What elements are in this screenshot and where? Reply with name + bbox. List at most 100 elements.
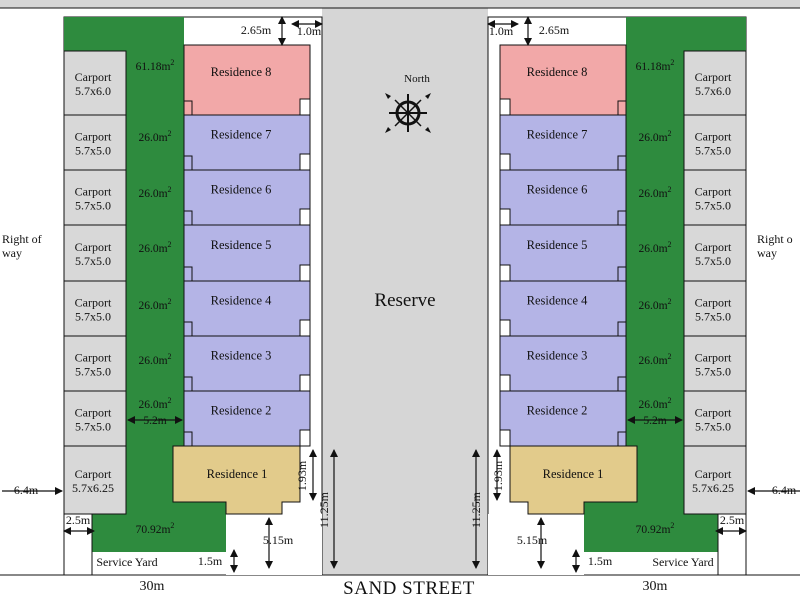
carport-label-5-left: Carport bbox=[75, 240, 112, 254]
carport-size-1-left: 5.7x6.25 bbox=[72, 481, 114, 495]
carport-size-2-right: 5.7x5.0 bbox=[695, 420, 731, 434]
area-bottom-right: 70.92m2 bbox=[636, 521, 675, 536]
area-bottom-left-value: 70.92m bbox=[136, 524, 171, 536]
area-top-left-value: 61.18m bbox=[136, 61, 171, 73]
residence-notch-6-right bbox=[499, 208, 511, 226]
residence-notch-4-left bbox=[299, 319, 311, 337]
area-mid-2-right-value: 26.0m bbox=[638, 243, 667, 255]
carport-label-1-right: Carport bbox=[695, 467, 732, 481]
carport-6-left bbox=[63, 169, 127, 226]
dim-11-25-label-left: 11.25m bbox=[317, 491, 331, 528]
carport-label-7-right: Carport bbox=[695, 130, 732, 144]
residence-notch-8-left bbox=[299, 98, 311, 116]
carport-8-right bbox=[683, 50, 747, 116]
carport-5-left bbox=[63, 224, 127, 282]
dim-5-2-label-left: 5.2m bbox=[143, 415, 166, 427]
residence-label-8-right: Residence 8 bbox=[527, 65, 588, 79]
area-bottom-right-sup: 2 bbox=[670, 521, 674, 530]
residence-5-right bbox=[499, 224, 627, 282]
residence-6-left bbox=[183, 169, 311, 226]
area-mid-res2-right: 26.0m2 bbox=[638, 396, 671, 411]
lot-width-right: 30m bbox=[643, 579, 668, 594]
area-mid-0-right-value: 26.0m bbox=[638, 132, 667, 144]
area-mid-0-right-sup: 2 bbox=[668, 129, 672, 138]
residence-2-right bbox=[499, 390, 627, 447]
reserve-road bbox=[322, 0, 488, 575]
residence-label-7-left: Residence 7 bbox=[211, 128, 272, 142]
residence-notch-5-right bbox=[499, 264, 511, 282]
carport-label-6-right: Carport bbox=[695, 185, 732, 199]
area-mid-3-right: 26.0m2 bbox=[638, 297, 671, 312]
carport-label-4-left: Carport bbox=[75, 296, 112, 310]
carport-size-8-left: 5.7x6.0 bbox=[75, 84, 111, 98]
carport-2-left bbox=[63, 390, 127, 447]
carport-7-right bbox=[683, 114, 747, 171]
area-mid-res2-left: 26.0m2 bbox=[138, 396, 171, 411]
residence-notch-2-left bbox=[299, 429, 311, 447]
north-compass-icon: North bbox=[385, 73, 431, 133]
area-mid-4-left-sup: 2 bbox=[168, 352, 172, 361]
carport-size-7-left: 5.7x5.0 bbox=[75, 144, 111, 158]
residence-label-5-left: Residence 5 bbox=[211, 238, 272, 252]
carport-label-1-left: Carport bbox=[75, 467, 112, 481]
residence-8-right bbox=[499, 44, 627, 116]
area-mid-4-left: 26.0m2 bbox=[138, 352, 171, 367]
carport-8-left bbox=[63, 50, 127, 116]
carport-label-6-left: Carport bbox=[75, 185, 112, 199]
right-of-way-right-1: Right o bbox=[757, 232, 793, 246]
dim-1-5-label-left: 1.5m bbox=[198, 554, 223, 568]
residence-label-4-right: Residence 4 bbox=[527, 294, 588, 308]
area-mid-3-left-sup: 2 bbox=[168, 297, 172, 306]
area-mid-3-left-value: 26.0m bbox=[138, 300, 167, 312]
area-mid-3-right-value: 26.0m bbox=[638, 300, 667, 312]
reserve-label: Reserve bbox=[374, 290, 435, 311]
dim-5-15-label-right: 5.15m bbox=[517, 533, 548, 547]
residence-4-left bbox=[183, 280, 311, 337]
dim-5-2-label-right: 5.2m bbox=[643, 415, 666, 427]
carport-5-right bbox=[683, 224, 747, 282]
residence-notch-3-left bbox=[299, 374, 311, 392]
area-mid-2-left-sup: 2 bbox=[168, 240, 172, 249]
residence-2-left bbox=[183, 390, 311, 447]
residence-label-1-right: Residence 1 bbox=[543, 467, 604, 481]
residence-label-4-left: Residence 4 bbox=[211, 294, 272, 308]
garden-column-left bbox=[126, 17, 184, 447]
area-mid-1-left-value: 26.0m bbox=[138, 188, 167, 200]
lot-width-left: 30m bbox=[140, 579, 165, 594]
residence-notch-2-right bbox=[499, 429, 511, 447]
dim-1-93-label-right: 1.93m bbox=[491, 460, 505, 491]
carport-size-4-right: 5.7x5.0 bbox=[695, 310, 731, 324]
front-yard-right bbox=[488, 514, 584, 575]
residence-label-3-left: Residence 3 bbox=[211, 349, 272, 363]
dim-2-65-label-right: 2.65m bbox=[539, 23, 570, 37]
dim-2-5-label-right: 2.5m bbox=[720, 513, 745, 527]
area-mid-1-left-sup: 2 bbox=[168, 185, 172, 194]
residence-notch-7-right bbox=[499, 153, 511, 171]
residence-4-right bbox=[499, 280, 627, 337]
residence-label-8-left: Residence 8 bbox=[211, 65, 272, 79]
residence-1-right bbox=[509, 445, 638, 515]
area-mid-res2-right-sup: 2 bbox=[668, 396, 672, 405]
residence-5-left bbox=[183, 224, 311, 282]
residence-label-2-right: Residence 2 bbox=[527, 404, 588, 418]
service-yard-area-right bbox=[717, 513, 747, 576]
carport-size-4-left: 5.7x5.0 bbox=[75, 310, 111, 324]
carport-3-right bbox=[683, 335, 747, 392]
service-yard-area-left bbox=[63, 513, 93, 576]
area-mid-2-left: 26.0m2 bbox=[138, 240, 171, 255]
residence-7-left bbox=[183, 114, 311, 171]
area-mid-res2-left-value: 26.0m bbox=[138, 399, 167, 411]
area-top-right-sup: 2 bbox=[670, 58, 674, 67]
carport-size-2-left: 5.7x5.0 bbox=[75, 420, 111, 434]
residence-6-right bbox=[499, 169, 627, 226]
dim-6-4-label-left: 6.4m bbox=[14, 483, 39, 497]
carport-label-8-left: Carport bbox=[75, 70, 112, 84]
area-mid-4-right-sup: 2 bbox=[668, 352, 672, 361]
carport-label-3-right: Carport bbox=[695, 351, 732, 365]
carport-size-6-right: 5.7x5.0 bbox=[695, 199, 731, 213]
dim-2-65-label-left: 2.65m bbox=[241, 23, 272, 37]
top-strip bbox=[0, 0, 800, 8]
carport-size-3-left: 5.7x5.0 bbox=[75, 365, 111, 379]
residence-label-7-right: Residence 7 bbox=[527, 128, 588, 142]
